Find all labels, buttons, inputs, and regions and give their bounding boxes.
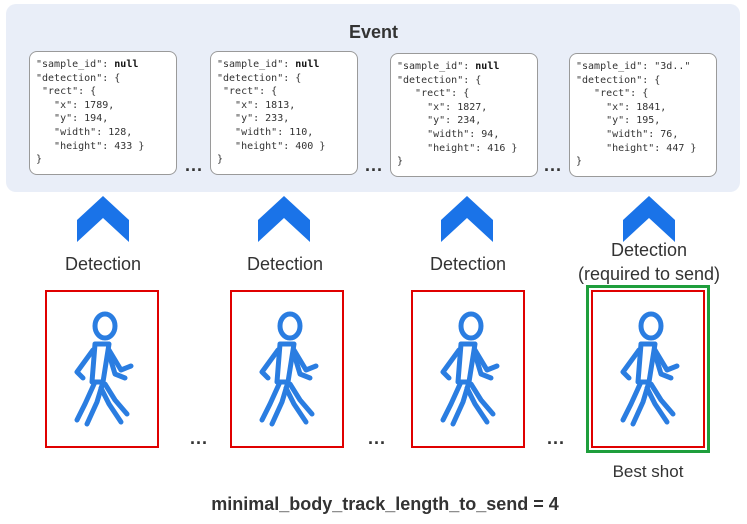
card-line: "height": 447 } [576, 142, 697, 154]
card-line: "y": 194, [36, 113, 109, 125]
card-null: null [475, 61, 500, 72]
event-card-4: "sample_id": "3d.." "detection": { "rect… [569, 53, 717, 177]
detection-label: Detection [246, 254, 324, 274]
card-line: "height": 416 } [397, 142, 518, 154]
card-line: } [397, 156, 404, 168]
chevron-up-icon [623, 196, 675, 242]
ellipsis: ... [544, 155, 563, 175]
card-line: "sample_id": [217, 59, 296, 70]
detection-frame [230, 290, 344, 448]
event-card-2: "sample_id": null "detection": { "rect":… [210, 51, 358, 175]
card-line: "rect": { [36, 86, 97, 98]
card-line: "detection": { [217, 72, 302, 84]
card-line: "y": 233, [217, 113, 290, 125]
detection-frame [591, 290, 705, 448]
detection-label: Detection [610, 240, 688, 260]
card-line: "width": 128, [36, 126, 133, 138]
card-null: null [114, 59, 139, 70]
walking-person-icon [74, 311, 134, 427]
chevron-up-icon [77, 196, 129, 242]
event-card-1: "sample_id": null "detection": { "rect":… [29, 51, 177, 175]
card-line: "x": 1827, [397, 101, 488, 113]
card-line: "width": 76, [576, 128, 679, 140]
card-line: "detection": { [576, 74, 661, 86]
chevron-up-icon [258, 196, 310, 242]
card-line: "sample_id": "3d.." [576, 61, 691, 72]
card-line: "x": 1789, [36, 99, 115, 111]
card-line: "width": 110, [217, 126, 314, 138]
walking-person-icon [440, 311, 500, 427]
card-line: "x": 1841, [576, 101, 667, 113]
detection-label: Detection [64, 254, 142, 274]
ellipsis: ... [365, 155, 384, 175]
best-shot-frame [586, 285, 710, 453]
event-title: Event [348, 22, 399, 42]
card-line: "sample_id": [397, 61, 476, 72]
card-line: } [576, 156, 583, 168]
ellipsis: ... [547, 428, 566, 448]
card-line: } [36, 154, 43, 166]
event-card-3: "sample_id": null "detection": { "rect":… [390, 53, 538, 177]
chevron-up-icon [441, 196, 493, 242]
card-line: "y": 195, [576, 115, 661, 127]
card-line: "y": 234, [397, 115, 482, 127]
ellipsis: ... [190, 428, 209, 448]
best-shot-label: Best shot [612, 462, 684, 481]
footer-formula: minimal_body_track_length_to_send = 4 [211, 494, 559, 514]
card-line: "width": 94, [397, 128, 500, 140]
card-line: "height": 400 } [217, 140, 326, 152]
walking-person-icon [259, 311, 319, 427]
required-note: (required to send) [577, 264, 721, 284]
walking-person-icon [620, 311, 680, 427]
card-line: } [217, 154, 224, 166]
card-line: "rect": { [217, 86, 278, 98]
card-line: "height": 433 } [36, 140, 145, 152]
card-line: "detection": { [397, 74, 482, 86]
card-line: "sample_id": [36, 59, 115, 70]
detection-label: Detection [429, 254, 507, 274]
card-null: null [295, 59, 320, 70]
card-line: "x": 1813, [217, 99, 296, 111]
detection-frame [411, 290, 525, 448]
ellipsis: ... [368, 428, 387, 448]
ellipsis: ... [185, 155, 204, 175]
card-line: "detection": { [36, 72, 121, 84]
card-line: "rect": { [576, 88, 649, 100]
card-line: "rect": { [397, 88, 470, 100]
detection-frame [45, 290, 159, 448]
